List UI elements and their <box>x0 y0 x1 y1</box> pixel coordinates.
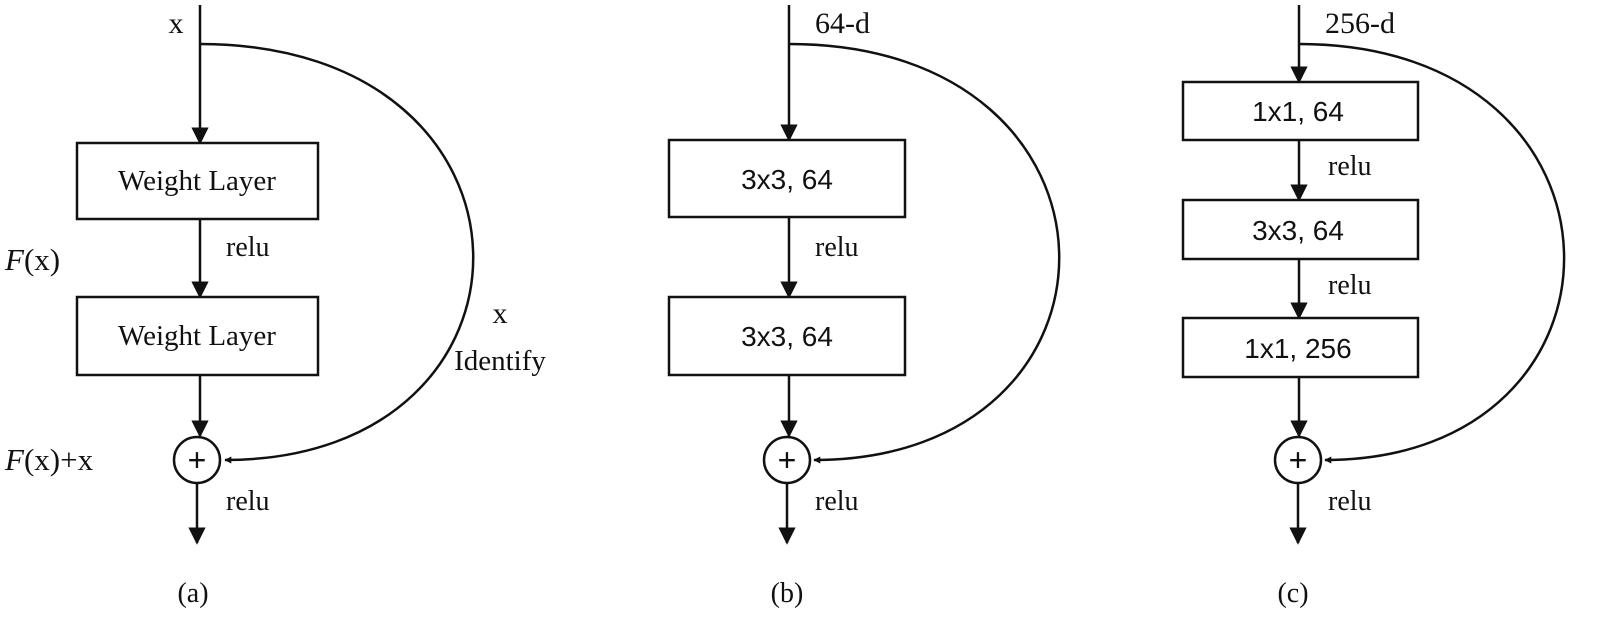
plus-icon: + <box>1289 442 1308 478</box>
fx-plus-x-label: F(x)+x <box>4 442 94 477</box>
weight-layer-1 <box>75 141 320 221</box>
weight-layer-2 <box>75 295 320 377</box>
input-dim-label: 256-d <box>1325 7 1395 40</box>
conv-3x3-layer-1 <box>667 138 907 219</box>
input-dim-label: 64-d <box>815 7 870 40</box>
relu-1-label: relu <box>1328 151 1372 182</box>
identity-shortcut-arrow <box>199 42 475 464</box>
identity-shortcut-arrow <box>1298 42 1566 464</box>
input-x-label: x <box>169 7 184 40</box>
conv-3x3-64-label: 3x3, 64 <box>1252 215 1344 246</box>
relu-out-label: relu <box>226 486 270 517</box>
relu-mid-label: relu <box>815 232 859 263</box>
plus-icon: + <box>778 442 797 478</box>
conv-1x1-64-label: 1x1, 64 <box>1252 96 1344 127</box>
relu-mid-label: relu <box>226 232 270 263</box>
conv-1x1-256-label: 1x1, 256 <box>1244 333 1351 364</box>
conv-3x3-layer-2 <box>667 295 907 377</box>
identity-shortcut-arrow <box>788 42 1061 464</box>
fx-label: F(x) <box>4 242 60 277</box>
conv-1x1-64-layer <box>1181 80 1420 142</box>
panel-b: 64-d 3x3, 64 relu 3x3, 64 + relu (b) <box>667 5 1061 609</box>
panel-a: x Weight Layer relu F(x) Weight Layer + … <box>4 5 546 609</box>
weight-layer-1-label: Weight Layer <box>118 165 276 197</box>
panel-c: 256-d 1x1, 64 relu 3x3, 64 relu 1x1, 256… <box>1181 5 1566 609</box>
conv-1x1-256-layer <box>1181 316 1420 379</box>
conv-3x3-layer-2-label: 3x3, 64 <box>741 321 833 352</box>
conv-3x3-64-layer <box>1181 198 1420 261</box>
relu-2-label: relu <box>1328 270 1372 301</box>
caption-c: (c) <box>1277 578 1308 609</box>
relu-out-label: relu <box>815 486 859 517</box>
relu-out-label: relu <box>1328 486 1372 517</box>
caption-b: (b) <box>771 578 804 609</box>
weight-layer-2-label: Weight Layer <box>118 320 276 352</box>
caption-a: (a) <box>177 578 208 609</box>
shortcut-x-label: x <box>493 297 508 330</box>
identify-label: Identify <box>454 345 546 377</box>
plus-icon: + <box>188 442 207 478</box>
conv-3x3-layer-1-label: 3x3, 64 <box>741 164 833 195</box>
